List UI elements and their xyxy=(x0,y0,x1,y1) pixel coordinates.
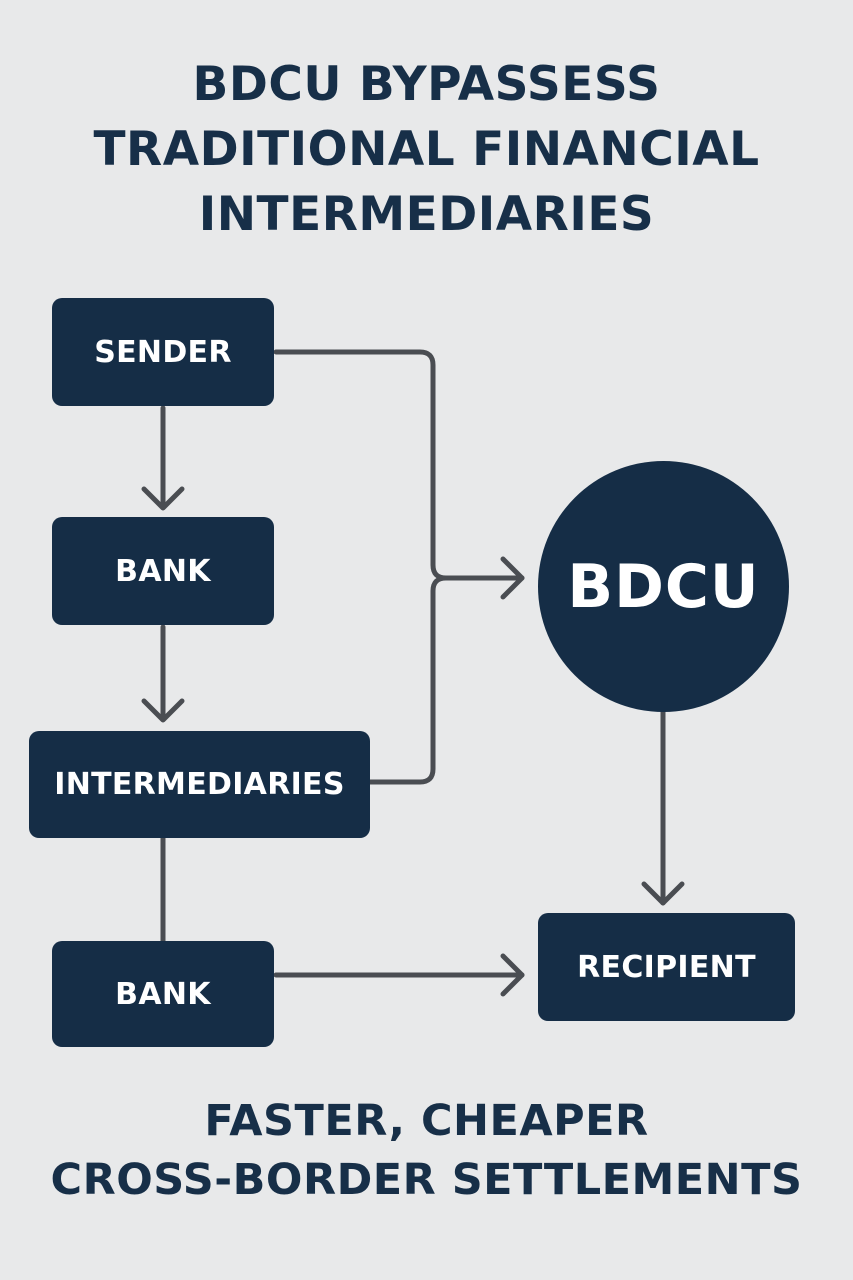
arrowhead-sender-to-bank xyxy=(141,486,185,511)
arrowhead-to-bdcu xyxy=(500,556,525,600)
bypass-line-from-intermediaries xyxy=(367,575,449,785)
node-bank-top: BANK xyxy=(52,517,274,625)
title-line-3: INTERMEDIARIES xyxy=(198,187,655,242)
node-bdcu: BDCU xyxy=(538,461,789,712)
title-line-1: BDCU BYPASSESS xyxy=(192,57,661,112)
arrowhead-bank-to-intermediaries xyxy=(141,698,185,723)
bypass-line-from-sender xyxy=(273,349,525,581)
footer-line-1: FASTER, CHEAPER xyxy=(204,1096,649,1146)
node-bank-bottom: BANK xyxy=(52,941,274,1047)
footer-line-2: CROSS-BORDER SETTLEMENTS xyxy=(50,1155,803,1205)
node-recipient: RECIPIENT xyxy=(538,913,795,1021)
arrowhead-bdcu-to-recipient xyxy=(641,881,685,906)
node-sender: SENDER xyxy=(52,298,274,406)
arrowhead-bank-to-recipient xyxy=(500,953,525,997)
node-intermediaries: INTERMEDIARIES xyxy=(29,731,370,838)
title-line-2: TRADITIONAL FINANCIAL xyxy=(93,122,760,177)
